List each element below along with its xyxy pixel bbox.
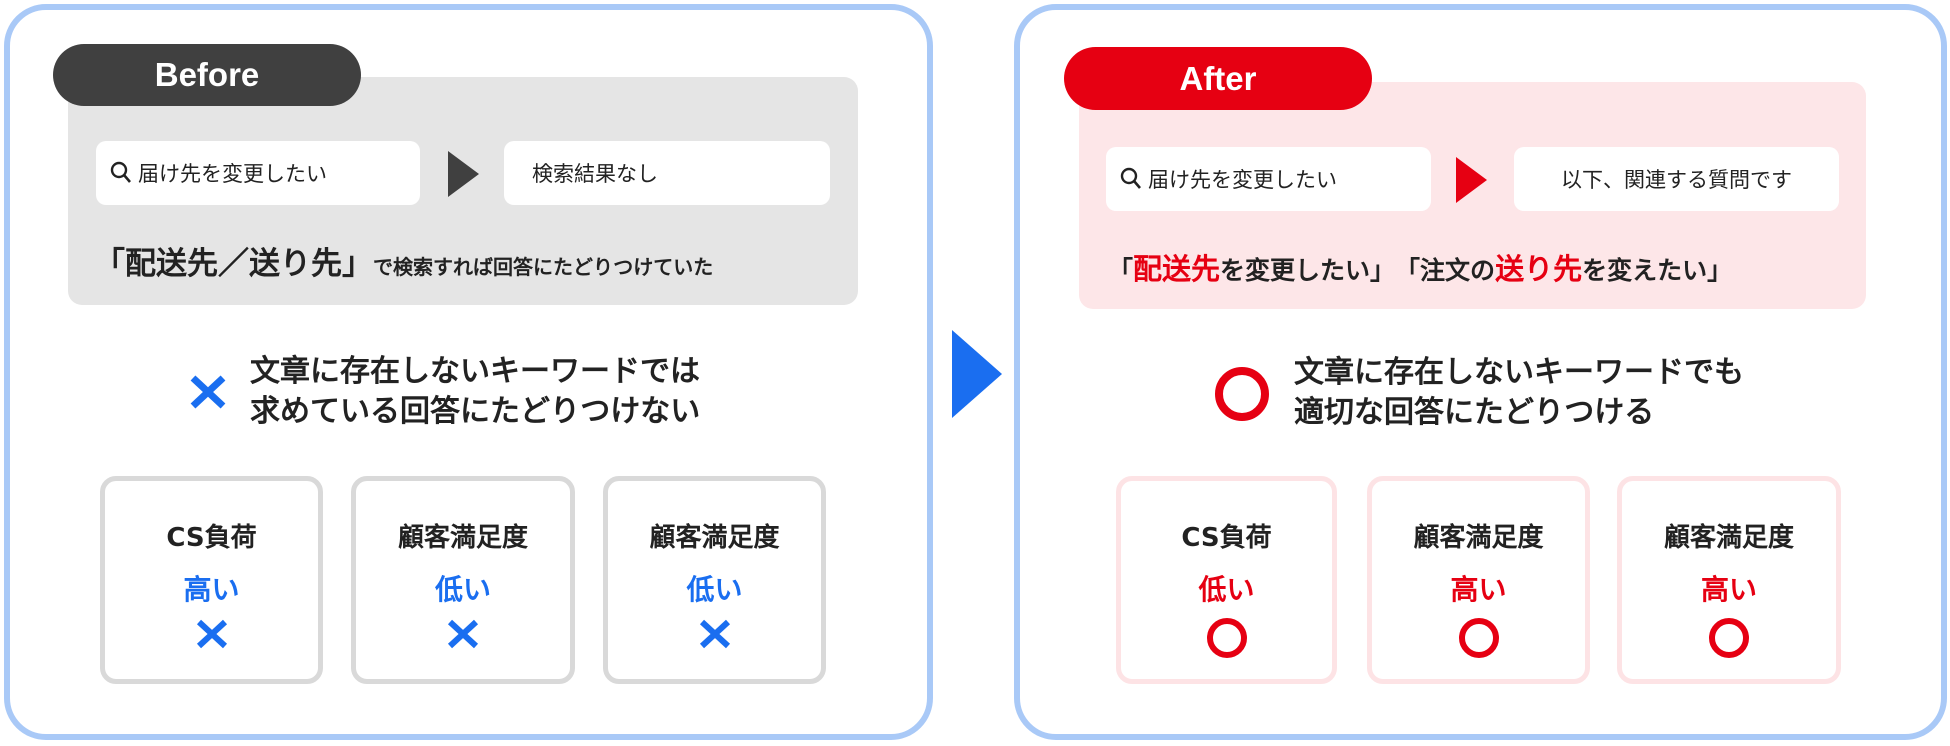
search-icon: [110, 161, 131, 183]
cross-icon: [447, 619, 479, 649]
card-value: 高い: [183, 573, 240, 606]
card-value: 高い: [1700, 573, 1757, 606]
card-title: 顧客満足度: [397, 523, 528, 553]
arrow-right-icon: [1456, 157, 1487, 203]
result-text: 以下、関連する質問です: [1561, 168, 1792, 192]
cross-icon: [699, 619, 730, 649]
query-text: 届け先を変更したい: [138, 162, 327, 186]
lead-line: 文章に存在しないキーワードでは: [250, 354, 700, 389]
arrow-right-icon: [448, 151, 479, 197]
before-card-satisfaction: 顧客満足度 低い: [351, 476, 575, 684]
card-title: CS負荷: [1181, 523, 1272, 553]
before-search-result: 検索結果なし: [504, 141, 830, 205]
lead-line: 適切な回答にたどりつける: [1294, 395, 1655, 430]
caption-bracket: 「: [1108, 256, 1134, 285]
card-title: 顧客満足度: [1413, 523, 1544, 553]
card-value: 低い: [434, 573, 491, 606]
after-search-result: 以下、関連する質問です: [1514, 147, 1839, 211]
after-card-satisfaction: 顧客満足度 高い: [1367, 476, 1590, 684]
caption-keywords: 「配送先／送り先」: [94, 246, 373, 282]
before-search-query: 届け先を変更したい: [96, 141, 420, 205]
card-title: 顧客満足度: [1663, 523, 1794, 553]
card-title: CS負荷: [166, 523, 257, 553]
after-label: After: [1064, 47, 1372, 110]
cross-icon: [196, 619, 227, 649]
circle-icon: [1215, 367, 1269, 421]
cross-icon: [190, 375, 226, 409]
card-value: 高い: [1450, 573, 1507, 606]
caption-text: で検索すれば回答にたどりつけていた: [373, 255, 714, 279]
before-lead: 文章に存在しないキーワードでは 求めている回答にたどりつけない: [250, 352, 700, 432]
transition-arrow-icon: [952, 330, 1002, 418]
lead-line: 文章に存在しないキーワードでも: [1294, 355, 1744, 390]
result-text: 検索結果なし: [532, 162, 658, 186]
before-label: Before: [53, 44, 361, 106]
card-value: 低い: [686, 573, 743, 606]
circle-icon: [1709, 618, 1749, 658]
after-card-satisfaction-2: 顧客満足度 高い: [1617, 476, 1841, 684]
after-caption: 「配送先を変更したい」「注文の送り先を変えたい」: [1108, 246, 1732, 288]
card-title: 顧客満足度: [649, 523, 780, 553]
search-icon: [1120, 167, 1141, 189]
caption-highlight: 配送先: [1133, 252, 1221, 286]
after-lead: 文章に存在しないキーワードでも 適切な回答にたどりつける: [1294, 353, 1744, 433]
lead-line: 求めている回答にたどりつけない: [250, 394, 701, 429]
after-search-query: 届け先を変更したい: [1106, 147, 1431, 211]
caption-text: 「注文の: [1395, 256, 1496, 285]
query-text: 届け先を変更したい: [1148, 168, 1337, 192]
caption-text: を変えたい」: [1582, 256, 1733, 285]
card-value: 低い: [1198, 573, 1255, 606]
before-caption: 「配送先／送り先」 で検索すれば回答にたどりつけていた: [94, 238, 713, 283]
caption-text: を変更したい」: [1220, 256, 1396, 285]
after-card-cs-load: CS負荷 低い: [1116, 476, 1337, 684]
circle-icon: [1206, 618, 1247, 658]
caption-highlight: 送り先: [1495, 252, 1583, 286]
circle-icon: [1458, 618, 1499, 658]
before-card-satisfaction-2: 顧客満足度 低い: [603, 476, 826, 684]
before-card-cs-load: CS負荷 高い: [100, 476, 323, 684]
